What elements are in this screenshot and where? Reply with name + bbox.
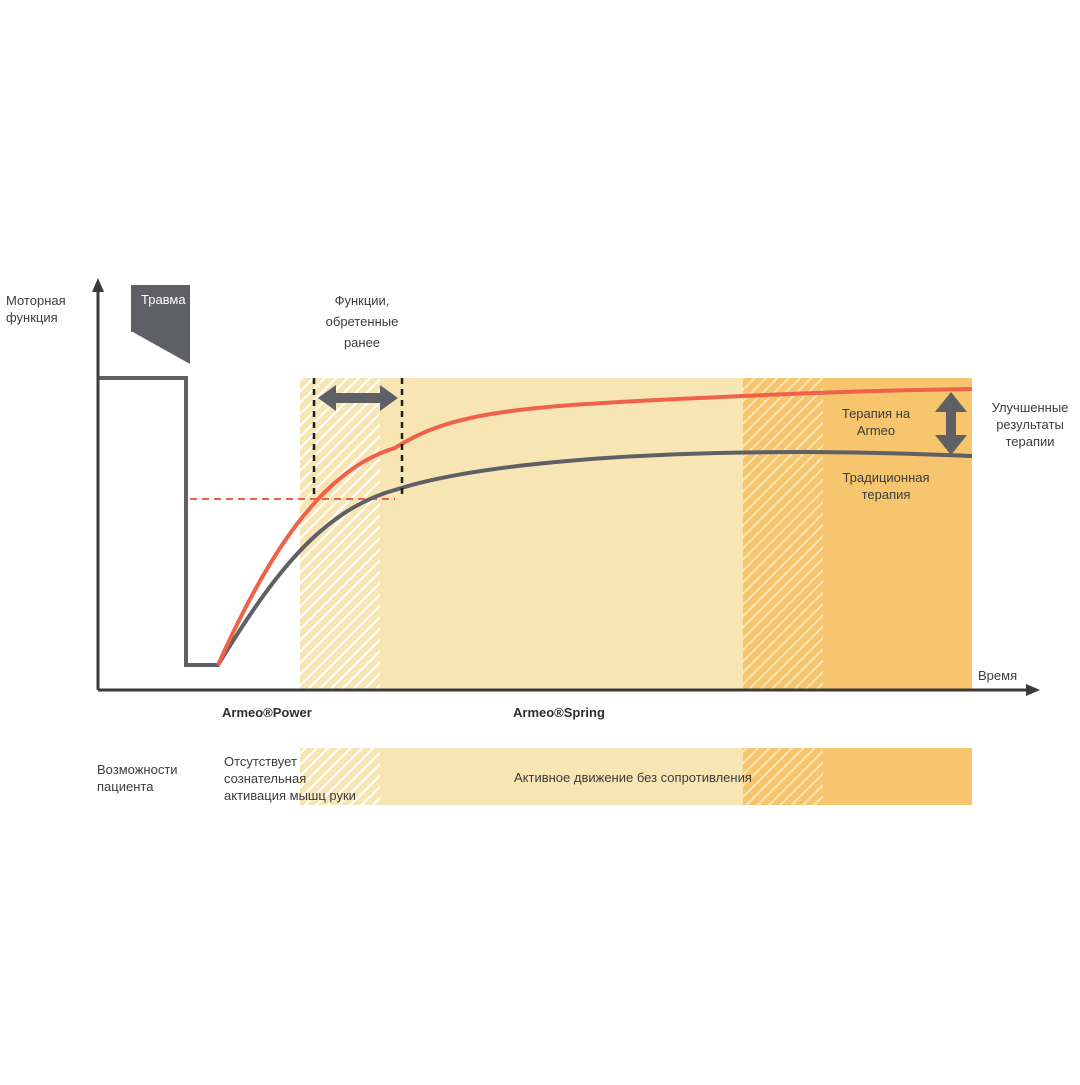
- zone-hatched-transition: [743, 378, 823, 690]
- row-zone-light: [380, 748, 743, 805]
- double-arrow-horizontal-icon: [318, 385, 398, 411]
- armeo-spring-label: Armeo®Spring: [513, 705, 605, 720]
- row-zone-dark: [823, 748, 972, 805]
- y-axis-label: Моторная функция: [6, 293, 66, 325]
- patient-abilities-label: Возможности пациента: [97, 762, 178, 794]
- traditional-therapy-label: Традиционная терапия: [842, 470, 930, 502]
- trauma-label: Травма: [141, 292, 186, 307]
- row-zone-hatched-transition: [743, 748, 823, 805]
- functions-acquired-label: Функции, обретенные ранее: [325, 293, 399, 350]
- improved-results-label: Улучшенные результаты терапии: [991, 400, 1069, 449]
- row-zone-hatched: [300, 748, 380, 805]
- armeo-therapy-label: Терапия на Armeo: [841, 406, 911, 438]
- no-activation-label: Отсутствует сознательная активация мышц …: [224, 754, 356, 803]
- active-movement-label: Активное движение без сопротивления: [514, 770, 752, 785]
- zone-light: [380, 378, 743, 690]
- zone-hatched-early: [300, 378, 380, 690]
- armeo-power-label: Armeo®Power: [222, 705, 312, 720]
- double-arrow-vertical-icon: [935, 392, 967, 455]
- x-axis-label: Время: [978, 668, 1018, 683]
- armeo-therapy-curve: [216, 387, 973, 666]
- trauma-arrow-icon: [131, 285, 190, 364]
- axes: [92, 278, 1040, 696]
- traditional-therapy-curve: [98, 376, 973, 667]
